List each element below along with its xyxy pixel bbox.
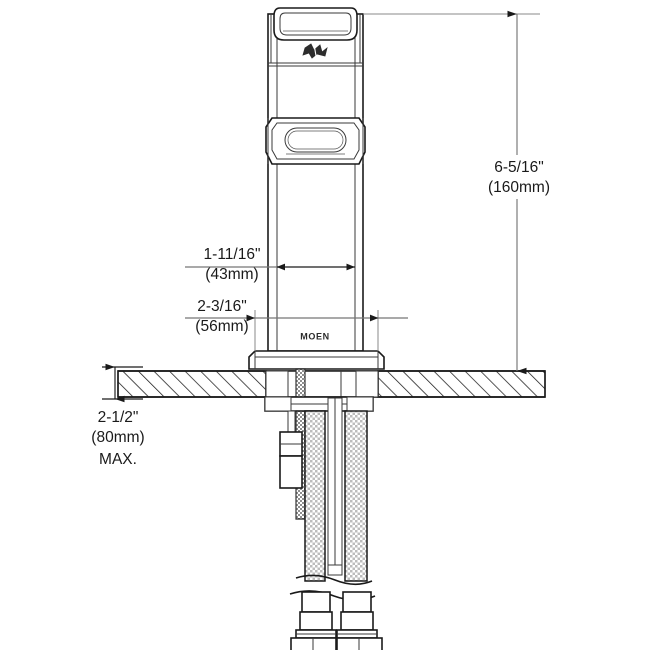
deck-block-b xyxy=(355,370,379,398)
dim-spout-width-imperial: 1-11/16" xyxy=(204,246,261,263)
deck-slab-left xyxy=(117,370,267,398)
supply-hose-right-upper xyxy=(344,410,368,582)
dim-label-bg-overall xyxy=(480,155,556,199)
supply-connector-nuts xyxy=(290,591,383,650)
dim-base-width-imperial: 2-3/16" xyxy=(197,298,246,315)
dimension-base-width: 2-3/16" (56mm) xyxy=(185,298,408,351)
connector-left-hex xyxy=(299,611,333,631)
break-line-upper xyxy=(295,574,373,586)
handle-outer xyxy=(273,7,358,41)
logo-glyph-highlight xyxy=(313,43,317,57)
dimension-deck-thickness: 2-1/2" (80mm) MAX. xyxy=(91,363,145,468)
base-plate xyxy=(248,350,385,370)
connector-right-collar xyxy=(342,591,372,613)
connector-right-hex xyxy=(340,611,374,631)
deck-slab-right xyxy=(377,370,546,398)
dim-overall-height-imperial: 6-5/16" xyxy=(494,159,543,176)
body-outer xyxy=(267,13,364,352)
faucet-body-column xyxy=(267,13,364,352)
mounting-nut-assembly xyxy=(264,396,374,489)
spout-aerator-oval xyxy=(284,127,347,153)
mounting-washer-right-tab xyxy=(346,396,374,412)
dim-deck-thickness-metric: (80mm) xyxy=(91,429,144,446)
center-tube-end xyxy=(327,564,343,576)
connector-left-collar xyxy=(301,591,331,613)
moen-brand-text: MOEN xyxy=(300,331,329,341)
countertop-deck xyxy=(117,370,546,398)
deck-block-a xyxy=(265,370,289,398)
dim-deck-thickness-note: MAX. xyxy=(99,451,137,468)
braided-supply-lines xyxy=(304,397,368,582)
spout-aerator-inner xyxy=(287,130,344,150)
lever-handle xyxy=(268,7,363,67)
dimension-overall-height: 6-5/16" (160mm) xyxy=(363,10,556,375)
mounting-washer-left-tab xyxy=(264,396,292,412)
dim-overall-height-metric: (160mm) xyxy=(488,179,550,196)
moen-logo-mark xyxy=(302,43,328,59)
spout-outlet xyxy=(265,117,366,165)
base-plate-body xyxy=(248,350,385,370)
supply-hose-left-upper xyxy=(304,410,326,582)
dim-spout-width-metric: (43mm) xyxy=(205,266,258,283)
handle-inner xyxy=(279,12,352,36)
dimension-spout-width: 1-11/16" (43mm) xyxy=(185,246,355,283)
spout-housing-inner xyxy=(271,122,360,160)
nut-block-lower xyxy=(279,455,303,489)
dim-base-width-metric: (56mm) xyxy=(195,318,248,335)
dim-deck-thickness-imperial: 2-1/2" xyxy=(98,409,139,426)
